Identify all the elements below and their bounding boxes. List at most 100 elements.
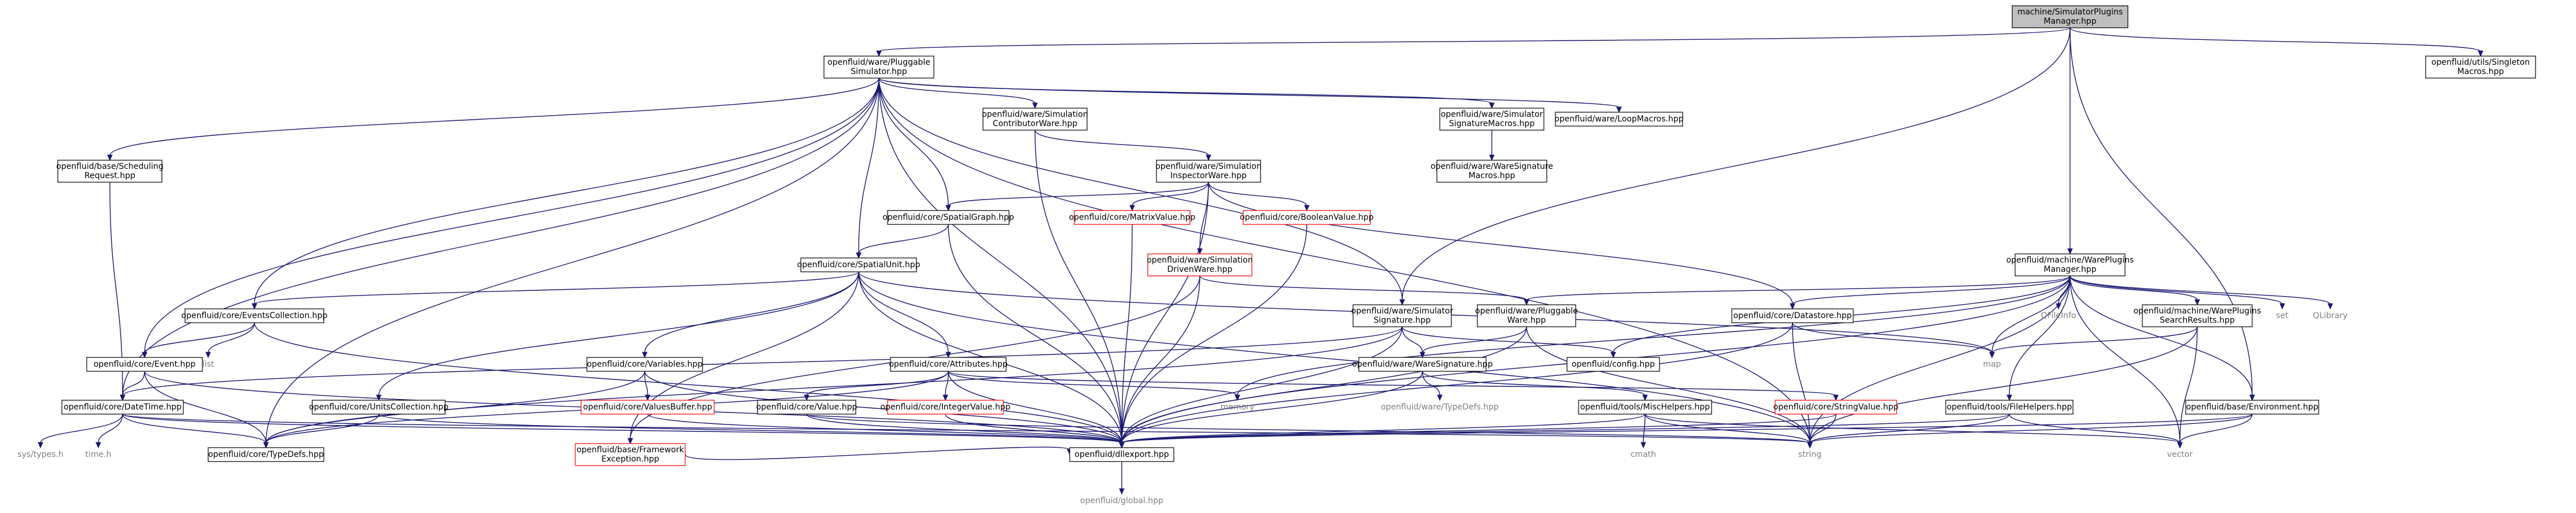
node-box	[1945, 400, 2074, 415]
node-contrib[interactable]: openfluid/ware/SimulationContributorWare…	[982, 108, 1088, 131]
arrowhead-environment-to-string	[1807, 442, 1813, 449]
node-label: openfluid/core/ValuesBuffer.hpp	[583, 403, 712, 412]
edge-wpm-to-datastore	[1792, 275, 2071, 305]
edge-pluggable_sim-to-core_typedefs	[265, 77, 879, 444]
node-label: openfluid/ware/WareSignature	[1431, 162, 1553, 171]
node-ware-signature[interactable]: openfluid/ware/WareSignature.hpp	[1352, 357, 1493, 372]
node-label: map	[1983, 360, 2001, 369]
node-label: openfluid/config.hpp	[1572, 360, 1655, 369]
edge-environment-to-string	[1809, 414, 2253, 444]
node-inspector[interactable]: openfluid/ware/SimulationInspectorWare.h…	[1155, 160, 1262, 183]
node-search-results[interactable]: openfluid/machine/WarePluginsSearchResul…	[2134, 304, 2261, 327]
edge-inspector-to-driven_ware	[1199, 182, 1209, 250]
arrowhead-wpm-to-qlibrary	[2327, 303, 2333, 310]
node-string-value[interactable]: openfluid/core/StringValue.hpp	[1773, 400, 1899, 415]
node-events-coll[interactable]: openfluid/core/EventsCollection.hpp	[182, 308, 328, 323]
node-ware-typedefs: openfluid/ware/TypeDefs.hpp	[1381, 403, 1499, 412]
arrowhead-pluggable_sim-to-loop_macros	[1616, 106, 1622, 113]
node-list: list	[202, 360, 215, 369]
node-datastore[interactable]: openfluid/core/Datastore.hpp	[1731, 308, 1854, 323]
node-box	[1147, 253, 1252, 276]
node-label: openfluid/base/Scheduling	[56, 162, 164, 171]
node-label: Request.hpp	[84, 171, 135, 180]
arrowhead-variables-to-values_buffer	[645, 394, 651, 401]
node-vector: vector	[2167, 450, 2193, 459]
node-label: openfluid/tools/MiscHelpers.hpp	[1580, 403, 1710, 412]
edge-file_helpers-to-string	[1809, 414, 2010, 444]
arrowhead-sig_macros-to-ware_sig_macros	[1489, 154, 1495, 161]
node-box	[2015, 253, 2126, 276]
edge-attributes-to-memory	[948, 371, 1238, 396]
edge-environment-to-dllexport	[1121, 414, 2253, 444]
node-environment[interactable]: openfluid/base/Environment.hpp	[2185, 400, 2319, 415]
node-misc-helpers[interactable]: openfluid/tools/MiscHelpers.hpp	[1578, 400, 1712, 415]
node-label: sys/types.h	[17, 450, 63, 459]
edge-spatial_unit-to-units_coll	[378, 271, 859, 396]
node-value[interactable]: openfluid/core/Value.hpp	[756, 400, 858, 415]
node-label: vector	[2167, 450, 2193, 459]
node-box	[184, 308, 324, 323]
node-file-helpers[interactable]: openfluid/tools/FileHelpers.hpp	[1945, 400, 2074, 415]
edge-wpm-to-qlibrary	[2069, 275, 2331, 305]
node-integer-value[interactable]: openfluid/core/IntegerValue.hpp	[880, 400, 1011, 415]
node-label: openfluid/global.hpp	[1080, 496, 1163, 505]
node-string: string	[1798, 450, 1821, 459]
node-variables[interactable]: openfluid/core/Variables.hpp	[586, 357, 703, 372]
node-dllexport[interactable]: openfluid/dllexport.hpp	[1069, 447, 1174, 462]
node-label: machine/SimulatorPlugins	[2017, 8, 2123, 17]
node-spatial-graph[interactable]: openfluid/core/SpatialGraph.hpp	[882, 210, 1014, 225]
node-box	[86, 357, 203, 372]
edge-contrib-to-inspector	[1034, 130, 1209, 156]
node-loop-macros[interactable]: openfluid/ware/LoopMacros.hpp	[1554, 112, 1684, 127]
node-label: Ware.hpp	[1507, 316, 1546, 325]
edge-pluggable_sim-to-string	[878, 77, 1810, 444]
edge-attributes-to-value	[806, 371, 949, 396]
node-label: SignatureMacros.hpp	[1449, 119, 1535, 128]
edge-wpm-to-memory	[1237, 275, 2071, 396]
node-attributes[interactable]: openfluid/core/Attributes.hpp	[889, 357, 1008, 372]
node-event[interactable]: openfluid/core/Event.hpp	[86, 357, 203, 372]
node-values-buffer[interactable]: openfluid/core/ValuesBuffer.hpp	[581, 400, 715, 415]
node-datetime[interactable]: openfluid/core/DateTime.hpp	[61, 400, 184, 415]
node-box	[823, 56, 934, 79]
arrowhead-events_coll-to-event	[142, 352, 147, 359]
arrowhead-pluggable_sim-to-scheduling	[107, 154, 113, 161]
node-units-coll[interactable]: openfluid/core/UnitsCollection.hpp	[309, 400, 449, 415]
node-box	[1731, 308, 1854, 323]
node-label: set	[2276, 311, 2289, 320]
arrowhead-wpm-to-config	[1610, 352, 1616, 359]
node-matrix-value[interactable]: openfluid/core/MatrixValue.hpp	[1069, 210, 1196, 225]
edge-driven_ware-to-pluggable_ware	[1199, 275, 1527, 301]
node-label: openfluid/ware/Pluggable	[1475, 307, 1578, 316]
edge-events_coll-to-dllexport	[254, 322, 1122, 444]
node-box	[1436, 160, 1547, 183]
arrowhead-datetime-to-sys_types	[38, 442, 43, 449]
arrowhead-root-to-pluggable_sim	[876, 50, 882, 57]
edge-event-to-datetime	[122, 371, 145, 396]
node-box	[2012, 5, 2128, 28]
arrowhead-wpm-to-set	[2279, 303, 2285, 310]
arrowhead-search_results-to-map	[1989, 352, 1995, 359]
node-spatial-unit[interactable]: openfluid/core/SpatialUnit.hpp	[797, 257, 921, 272]
node-box	[887, 400, 1004, 415]
node-boolean-value[interactable]: openfluid/core/BooleanValue.hpp	[1240, 210, 1374, 225]
edge-units_coll-to-dllexport	[378, 414, 1122, 444]
node-label: openfluid/tools/FileHelpers.hpp	[1947, 403, 2072, 412]
node-sig-macros[interactable]: openfluid/ware/SimulatorSignatureMacros.…	[1439, 108, 1544, 131]
node-config[interactable]: openfluid/config.hpp	[1566, 357, 1660, 372]
node-label: openfluid/core/MatrixValue.hpp	[1069, 213, 1196, 222]
edge-pluggable_ware-to-string	[1526, 326, 1810, 444]
edge-pluggable_sim-to-sig_macros	[878, 77, 1492, 104]
node-core-typedefs[interactable]: openfluid/core/TypeDefs.hpp	[208, 447, 324, 462]
